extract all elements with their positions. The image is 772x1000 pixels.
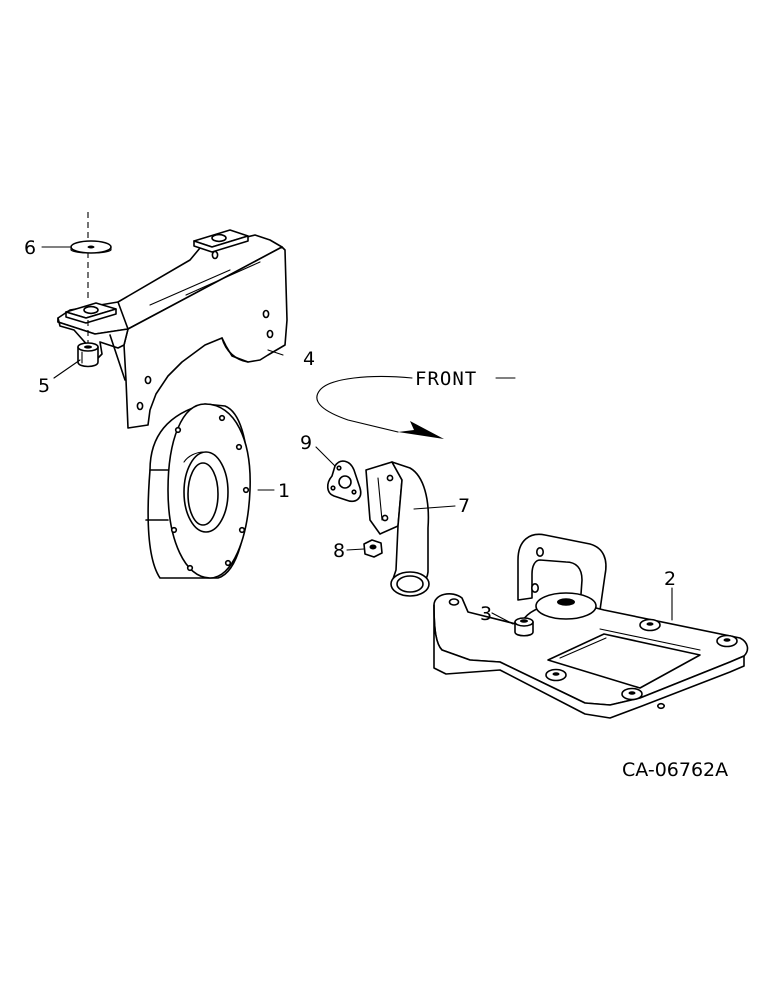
front-direction-arrow: FRONT	[316, 368, 516, 439]
part-9-gasket	[326, 460, 362, 503]
callout-6: 6	[24, 237, 36, 259]
part-1-housing-plate	[145, 403, 251, 579]
base-bolt-4	[621, 687, 643, 701]
base-bolt-2	[716, 634, 738, 648]
callout-7: 7	[458, 495, 470, 517]
callout-2: 2	[664, 568, 676, 590]
callout-3: 3	[480, 603, 492, 625]
callout-5: 5	[38, 375, 50, 397]
part-2-base	[433, 533, 749, 719]
callout-8: 8	[333, 540, 345, 562]
front-label: FRONT	[415, 368, 477, 390]
drawing-code: CA-06762A	[622, 759, 728, 781]
callout-4: 4	[303, 348, 315, 370]
base-bolt-1	[639, 618, 661, 632]
part-5-bushing	[77, 342, 99, 368]
part-3-plug	[514, 617, 534, 637]
base-bolt-3	[545, 668, 567, 682]
part-7-elbow	[365, 461, 430, 597]
part-4-bracket	[57, 212, 288, 429]
part-6-washer	[70, 240, 112, 254]
part-8-nut	[363, 539, 383, 558]
leader-lines	[41, 246, 673, 625]
callout-9: 9	[300, 432, 312, 454]
callout-1: 1	[278, 480, 290, 502]
